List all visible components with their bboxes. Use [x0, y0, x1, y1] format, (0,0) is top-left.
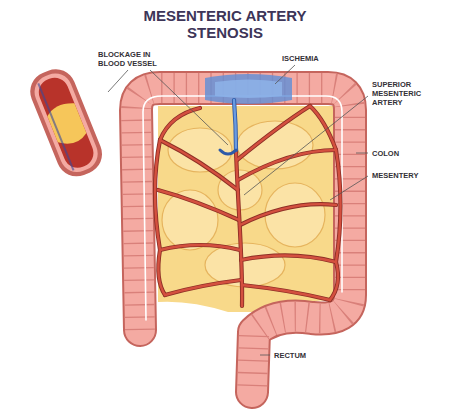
part-label: COLON — [372, 149, 399, 158]
artery-branches — [155, 100, 341, 306]
part-label: BLOCKAGE IN BLOOD VESSEL — [98, 50, 158, 68]
part-label: RECTUM — [274, 351, 306, 360]
mesentery-fill — [158, 106, 338, 312]
blockage-inset — [24, 63, 108, 182]
part-label: MESENTERY — [372, 171, 418, 180]
colon-tube — [136, 88, 350, 392]
ischemia-zone — [215, 80, 282, 99]
diagram-title: MESENTERIC ARTERY STENOSIS — [125, 8, 325, 41]
leader-line — [108, 65, 368, 355]
ischemia-zone — [205, 74, 292, 104]
part-label: ISCHEMIA — [282, 54, 319, 63]
part-label: SUPERIOR MESENTERIC ARTERY — [372, 80, 426, 107]
